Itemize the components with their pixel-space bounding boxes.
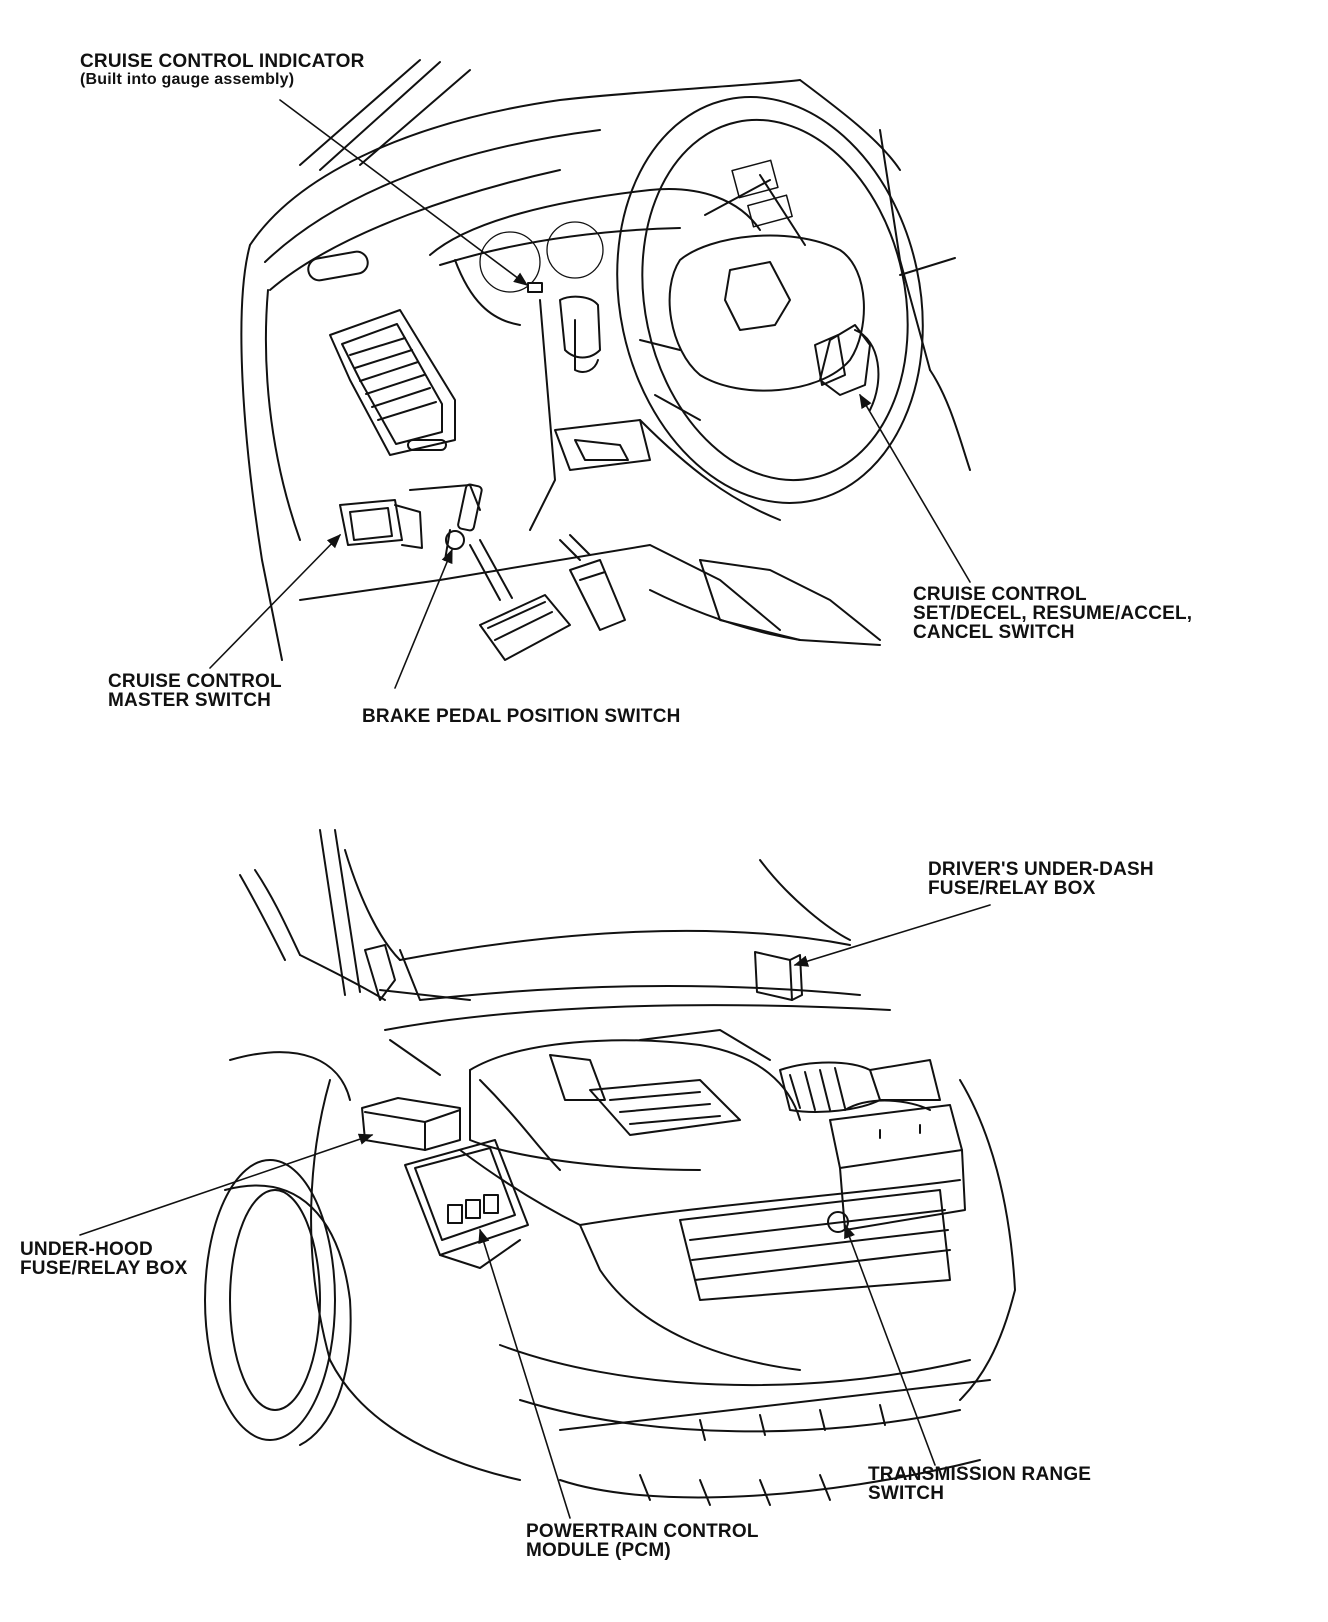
dashboard-drawing <box>209 59 971 689</box>
engine-block <box>469 1029 801 1171</box>
label-master-switch-line1: CRUISE CONTROL <box>108 671 282 692</box>
label-pcm: POWERTRAIN CONTROL MODULE (PCM) <box>526 1522 759 1560</box>
label-trans-range-line2: SWITCH <box>868 1483 945 1504</box>
label-pcm-line2: MODULE (PCM) <box>526 1540 671 1561</box>
label-cruise-switch-line1: CRUISE CONTROL <box>913 584 1087 605</box>
under-hood-fuse-box <box>361 1097 461 1151</box>
battery <box>829 1099 966 1231</box>
label-master-switch-line2: MASTER SWITCH <box>108 690 272 711</box>
label-brake-switch: BRAKE PEDAL POSITION SWITCH <box>362 707 681 726</box>
label-cruise-switch-line2: SET/DECEL, RESUME/ACCEL, <box>913 603 1193 624</box>
label-trans-range-line1: TRANSMISSION RANGE <box>868 1464 1092 1485</box>
cruise-indicator-lamp <box>527 282 543 293</box>
label-under-dash-box-line1: DRIVER'S UNDER-DASH <box>928 859 1154 880</box>
label-under-hood-box-line1: UNDER-HOOD <box>20 1239 153 1260</box>
label-under-dash-box-line2: FUSE/RELAY BOX <box>928 878 1096 899</box>
leader-brake-switch <box>394 548 453 689</box>
brake-switch-part <box>444 483 483 561</box>
label-cruise-switch: CRUISE CONTROL SET/DECEL, RESUME/ACCEL, … <box>913 585 1192 642</box>
leader-master-switch <box>209 533 342 669</box>
pedals <box>469 534 626 661</box>
grille <box>679 1189 951 1301</box>
label-trans-range: TRANSMISSION RANGE SWITCH <box>868 1465 1091 1503</box>
leader-under-hood <box>79 1133 374 1236</box>
engine-bay-drawing <box>79 829 1016 1519</box>
leader-cruise-switch <box>859 393 971 583</box>
steering-wheel <box>616 96 924 504</box>
label-under-hood-box: UNDER-HOOD FUSE/RELAY BOX <box>20 1240 188 1278</box>
label-cruise-switch-line3: CANCEL SWITCH <box>913 622 1075 643</box>
pcm-module <box>404 1139 529 1269</box>
label-under-dash-box: DRIVER'S UNDER-DASH FUSE/RELAY BOX <box>928 860 1154 898</box>
label-cruise-indicator: CRUISE CONTROL INDICATOR (Built into gau… <box>80 52 365 88</box>
leader-trans-range <box>844 1223 936 1466</box>
leader-under-dash <box>793 904 991 967</box>
label-brake-switch-line1: BRAKE PEDAL POSITION SWITCH <box>362 706 681 727</box>
label-cruise-indicator-line1: CRUISE CONTROL INDICATOR <box>80 51 365 72</box>
center-vent <box>329 309 456 456</box>
under-dash-fuse-box <box>754 951 803 1001</box>
label-master-switch: CRUISE CONTROL MASTER SWITCH <box>108 672 282 710</box>
cruise-set-resume-switch <box>814 324 880 411</box>
label-cruise-indicator-line2: (Built into gauge assembly) <box>80 71 295 88</box>
label-pcm-line1: POWERTRAIN CONTROL <box>526 1521 759 1542</box>
front-wheel <box>204 1051 352 1446</box>
leader-cruise-indicator <box>279 99 529 286</box>
label-under-hood-box-line2: FUSE/RELAY BOX <box>20 1258 188 1279</box>
leader-pcm <box>478 1228 571 1519</box>
